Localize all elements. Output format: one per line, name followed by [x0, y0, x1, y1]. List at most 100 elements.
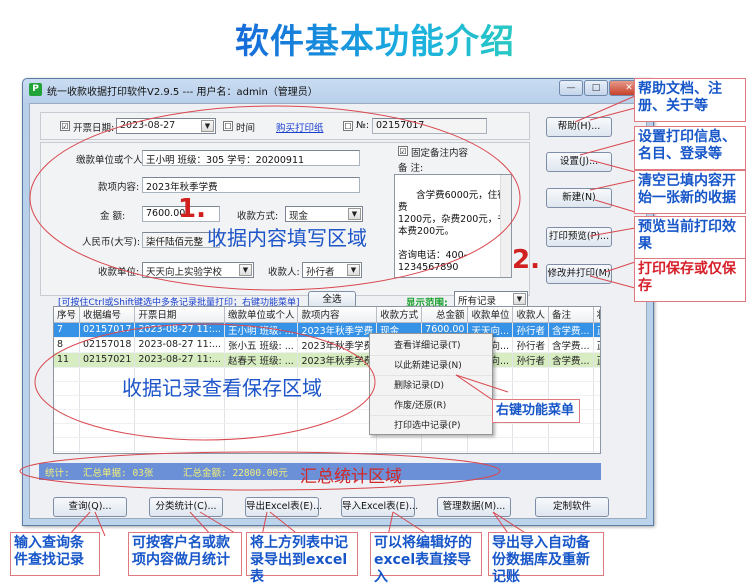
empty-row [54, 437, 600, 452]
column-header[interactable]: 收据编号 [79, 307, 136, 323]
annotation-preview: 预览当前打印效果 [634, 216, 746, 260]
menu-item-delete-record[interactable]: 删除记录(D) [370, 376, 492, 396]
empty-row [54, 423, 600, 438]
column-header[interactable]: 款项内容 [297, 307, 378, 323]
window-title: 统一收款收据打印软件V2.9.5 --- 用户名：admin（管理员） [47, 87, 318, 98]
chevron-down-icon[interactable]: ▼ [201, 120, 214, 132]
page-banner-title: 软件基本功能介绍 [0, 14, 750, 63]
cell: 2023年秋季学费 [297, 352, 378, 368]
new-button[interactable]: 新建(N) [546, 188, 612, 208]
chevron-down-icon[interactable]: ▼ [348, 208, 361, 220]
column-header[interactable]: 开票日期 [134, 307, 225, 323]
amount-label: 金 额: [100, 211, 126, 222]
payee-value: 孙行者 [306, 267, 335, 278]
batch-print-hint: [可按住Ctrl或Shift键选中多条记录批量打印；右键功能菜单] [58, 298, 300, 308]
annotation-record-area: 收据记录查看保存区域 [122, 376, 322, 400]
cell: 含学费... [548, 322, 594, 338]
cell: 2023-08-27 11:... [134, 352, 225, 368]
column-header[interactable]: 收款方式 [376, 307, 423, 323]
cell: 2023-08-27 11:... [134, 322, 225, 338]
range-select[interactable]: 所有记录 ▼ [454, 291, 528, 307]
annotation-export: 将上方列表中记录导出到excel表 [246, 532, 358, 585]
menu-item-print-selected[interactable]: 打印选中记录(P) [394, 421, 461, 431]
customize-button[interactable]: 定制软件 [535, 497, 609, 517]
menu-item-new-from-record[interactable]: 以此新建记录(N) [370, 356, 492, 376]
annotation-number-2: 2. [512, 245, 540, 275]
maximize-button[interactable]: □ [584, 80, 608, 96]
title-bar[interactable]: P 统一收款收据打印软件V2.9.5 --- 用户名：admin（管理员） — … [23, 79, 653, 101]
table-header: 序号 收据编号 开票日期 缴款单位或个人 款项内容 收款方式 总金额 收款单位 … [54, 307, 600, 323]
rmb-label: 人民币(大写): [82, 237, 141, 248]
status-total: 汇总金额: 22800.00元 [183, 468, 288, 479]
empty-row [54, 451, 600, 453]
chevron-down-icon[interactable]: ▼ [347, 264, 360, 276]
annotation-new: 清空已填内容开始一张新的收据 [634, 170, 746, 214]
column-header[interactable]: 总金额 [421, 307, 469, 323]
range-label: 显示范围: [406, 298, 448, 309]
annotation-print: 打印保存或仅保存 [634, 258, 746, 302]
note-textarea[interactable]: 含学费6000元，住宿费 1200元，杂费200元，书 本费200元。 咨询电话… [394, 174, 512, 278]
column-header[interactable]: 缴款单位或个人 [224, 307, 299, 323]
annotation-category: 可按客户名或款项内容做月统计 [128, 532, 242, 576]
settings-button[interactable]: 设置(J)... [546, 152, 612, 172]
query-button[interactable]: 查询(Q)... [53, 497, 127, 517]
import-excel-button[interactable]: 导入Excel表(E)... [341, 497, 418, 517]
cell: 正常 [593, 337, 600, 353]
minimize-button[interactable]: — [559, 80, 583, 96]
cell: 02157018 [79, 337, 136, 353]
chevron-down-icon[interactable]: ▼ [513, 293, 526, 305]
issue-date-picker[interactable]: 2023-08-27 ▼ [116, 118, 216, 134]
menu-item-view-detail[interactable]: 查看详细记录(T) [370, 336, 492, 356]
unit-select[interactable]: 天天向上实验学校 ▼ [142, 262, 254, 278]
note-label: 备 注: [398, 163, 424, 174]
cell: 正常 [593, 322, 600, 338]
help-button[interactable]: 帮助(H)... [546, 117, 612, 137]
payer-field[interactable]: 王小明 班级：305 学号：20200911 [142, 150, 360, 166]
category-stats-button[interactable]: 分类统计(C)... [149, 497, 223, 517]
buy-paper-link[interactable]: 购买打印纸 [276, 123, 324, 134]
cell: 11 [54, 352, 81, 368]
chevron-down-icon[interactable]: ▼ [239, 264, 252, 276]
table-row[interactable]: 11 02157021 2023-08-27 11:... 赵春天 班级: ..… [54, 352, 600, 368]
note-text: 含学费6000元，住宿费 1200元，杂费200元，书 本费200元。 咨询电话… [398, 190, 507, 273]
payee-select[interactable]: 孙行者 ▼ [302, 262, 362, 278]
payee-label: 收款人: [268, 267, 300, 278]
unit-value: 天天向上实验学校 [146, 267, 223, 278]
manage-data-button[interactable]: 管理数据(M)... [437, 497, 511, 517]
note-scrollbar[interactable] [500, 175, 511, 277]
cell: 含学费... [548, 352, 594, 368]
method-value: 现金 [289, 211, 309, 222]
no-checkbox[interactable]: ☐ [343, 121, 353, 131]
status-count: 汇总单据: 03张 [83, 468, 154, 479]
context-menu: 查看详细记录(T) 以此新建记录(N) 删除记录(D) 作废/还原(R) 打印选… [369, 333, 493, 435]
annotation-manage: 导出导入自动备份数据库及重新记账 [488, 532, 604, 585]
menu-item-void-restore[interactable]: 作废/还原(R) [370, 396, 492, 416]
method-select[interactable]: 现金 ▼ [285, 206, 363, 222]
issue-date-checkbox[interactable]: ☑ [60, 121, 70, 131]
annotation-import: 可以将编辑好的excel表直接导入 [370, 532, 482, 585]
modify-print-button[interactable]: 修改并打印(M) [546, 264, 612, 284]
table-row[interactable]: 7 02157017 2023-08-27 11:... 王小明 班级: ...… [54, 322, 600, 338]
column-header[interactable]: 状态 [593, 307, 600, 323]
column-header[interactable]: 收款人 [512, 307, 549, 323]
cell: 赵春天 班级: ... [224, 352, 299, 368]
app-window: P 统一收款收据打印软件V2.9.5 --- 用户名：admin（管理员） — … [22, 78, 654, 526]
cell: 2023年秋季学费 [297, 337, 378, 353]
column-header[interactable]: 序号 [54, 307, 81, 323]
table-row[interactable]: 8 02157018 2023-08-27 11:... 张小五 班级: ...… [54, 337, 600, 353]
column-header[interactable]: 备注 [548, 307, 594, 323]
print-preview-button[interactable]: 打印预览(P)... [546, 227, 612, 247]
annotation-context-menu: 右键功能菜单 [492, 399, 580, 423]
receipt-number-field[interactable]: 02157017 [372, 118, 487, 134]
column-header[interactable]: 收款单位 [467, 307, 514, 323]
fixed-note-checkbox[interactable]: ☑ [398, 146, 408, 156]
cell: 孙行者 [512, 352, 549, 368]
cell: 张小五 班级: ... [224, 337, 299, 353]
cell: 2023-08-27 11:... [134, 337, 225, 353]
item-field[interactable]: 2023年秋季学费 [142, 177, 360, 193]
annotation-summary-area: 汇总统计区域 [300, 467, 402, 487]
export-excel-button[interactable]: 导出Excel表(E)... [245, 497, 322, 517]
cell: 孙行者 [512, 337, 549, 353]
time-checkbox[interactable]: ☐ [223, 121, 233, 131]
annotation-settings: 设置打印信息、名目、登录等 [634, 126, 746, 170]
